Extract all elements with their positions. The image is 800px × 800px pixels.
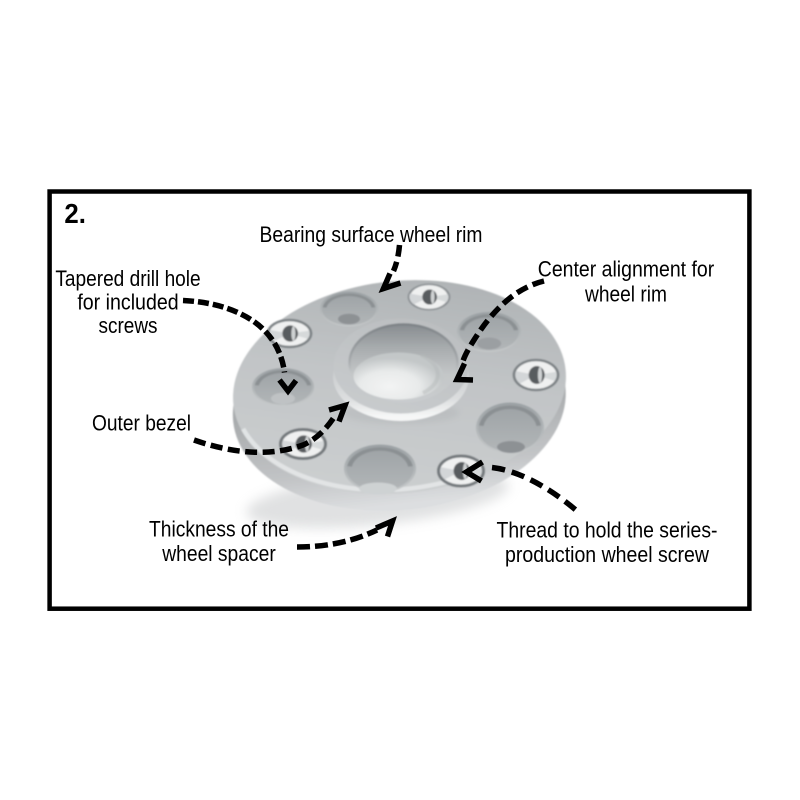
- svg-text:2.: 2.: [64, 198, 86, 229]
- svg-text:Thickness of the: Thickness of the: [149, 516, 289, 541]
- svg-text:Thread to hold the series-: Thread to hold the series-: [497, 518, 718, 543]
- svg-text:wheel spacer: wheel spacer: [161, 541, 275, 566]
- svg-text:Tapered drill hole: Tapered drill hole: [55, 266, 200, 291]
- svg-text:Bearing surface wheel rim: Bearing surface wheel rim: [260, 222, 483, 247]
- svg-text:production wheel screw: production wheel screw: [505, 542, 709, 567]
- svg-text:Center alignment for: Center alignment for: [538, 257, 715, 282]
- svg-text:for included: for included: [77, 290, 178, 315]
- svg-text:wheel rim: wheel rim: [584, 282, 667, 307]
- svg-text:screws: screws: [99, 313, 158, 338]
- svg-text:Outer bezel: Outer bezel: [92, 411, 191, 436]
